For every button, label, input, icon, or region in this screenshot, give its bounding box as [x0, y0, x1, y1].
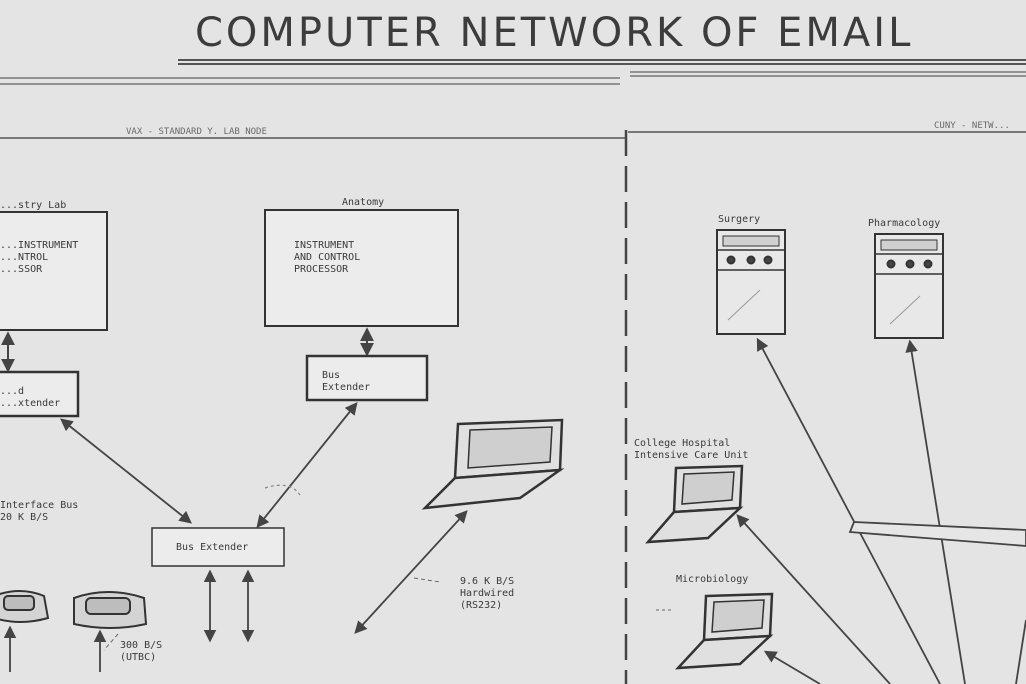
college-hospital-label: College Hospital Intensive Care Unit	[634, 438, 749, 461]
telephone-icon-1	[0, 590, 50, 623]
bus-extender-upper-box	[305, 354, 429, 402]
anatomy-box	[264, 209, 459, 327]
hardwired-leader	[413, 577, 441, 583]
bus-extender-center-label: Bus Extender	[176, 542, 249, 553]
surgery-device	[716, 229, 786, 335]
anatomy-box-text: INSTRUMENT AND CONTROL PROCESSOR	[294, 240, 361, 275]
interface-bus-label: Interface Bus 20 K B/S	[0, 500, 79, 523]
left-panel-header: VAX - STANDARD Y. LAB NODE	[126, 127, 267, 137]
terminal-link	[354, 510, 468, 634]
pharmacology-label: Pharmacology	[868, 218, 941, 229]
header-rules	[0, 71, 1026, 85]
chemistry-lab-box-text: ...INSTRUMENT ...NTROL ...SSOR	[0, 240, 79, 275]
phone-rate-label: 300 B/S (UTBC)	[120, 640, 163, 663]
diagram-title: COMPUTER NETWORK OF EMAIL	[195, 10, 914, 56]
surgery-label: Surgery	[718, 214, 761, 225]
faint-curve	[264, 484, 301, 496]
right-bus-bar	[848, 521, 1026, 547]
bus-extender-left-label: ...d ...xtender	[0, 386, 61, 409]
bus-extender-left-box	[0, 370, 80, 418]
right-panel-header: CUNY - NETW...	[934, 121, 1010, 131]
anatomy-label: Anatomy	[342, 197, 385, 208]
microbiology-terminal-icon	[674, 592, 774, 670]
terminal-icon-left	[421, 418, 565, 510]
bus-extender-center-box	[151, 527, 285, 567]
right-network-links	[736, 337, 1026, 684]
phone-rate-leader	[103, 633, 119, 651]
bus-extender-upper-label: Bus Extender	[322, 370, 371, 393]
telephone-icon-2	[73, 591, 148, 629]
title-underline	[178, 59, 1026, 65]
microbiology-label: Microbiology	[676, 574, 749, 585]
chemistry-lab-box	[0, 211, 108, 331]
pharmacology-device	[874, 233, 944, 339]
link-upper-to-center	[256, 402, 358, 528]
hospital-terminal-icon	[645, 464, 744, 544]
chemistry-lab-label: ...stry Lab	[0, 200, 67, 211]
link-left-to-center	[60, 418, 192, 524]
hardwired-label: 9.6 K B/S Hardwired (RS232)	[460, 576, 515, 611]
